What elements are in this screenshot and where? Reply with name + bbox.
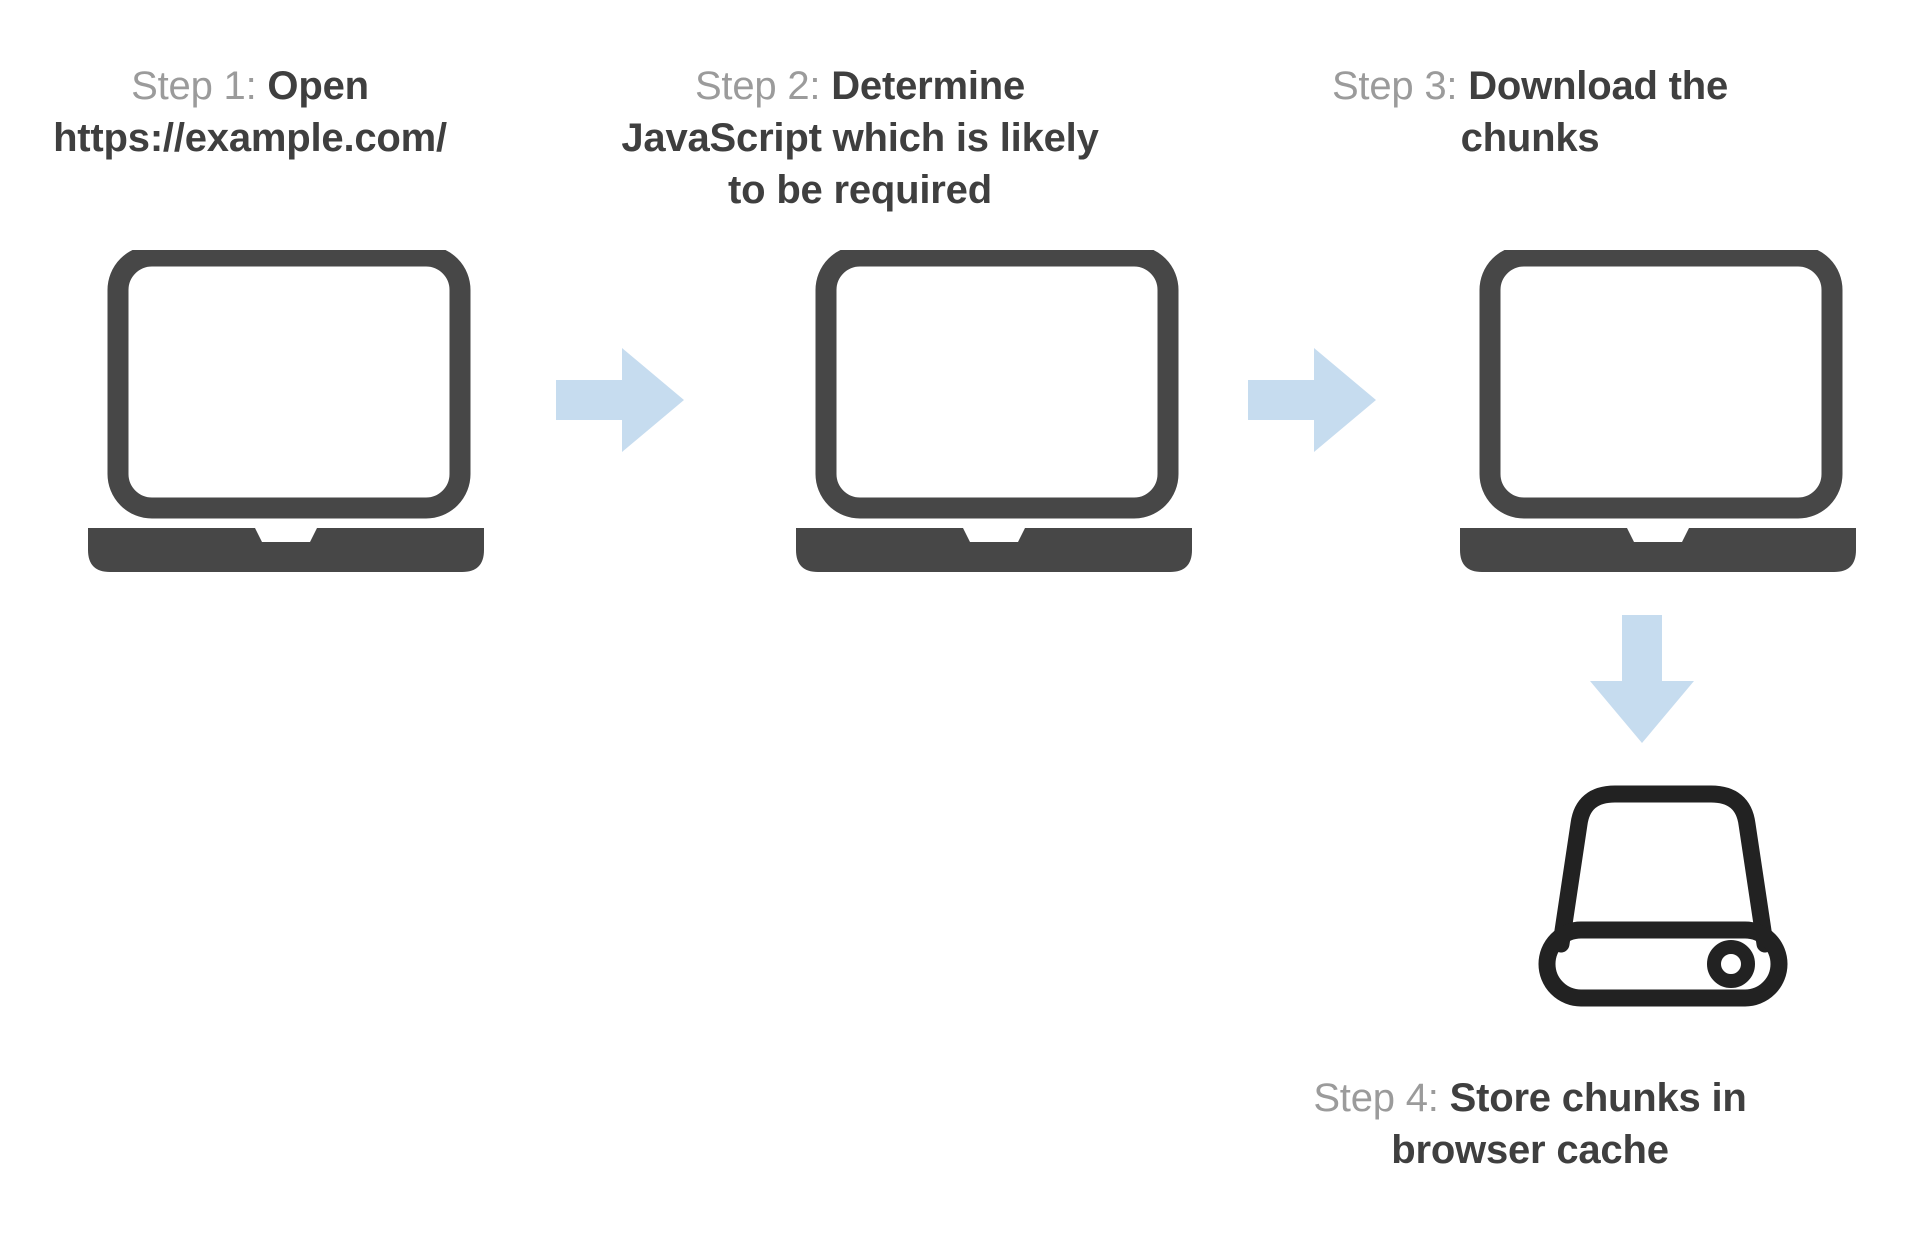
step-3-prefix: Step 3:	[1331, 64, 1458, 108]
laptop-icon	[788, 250, 1200, 590]
step-4-prefix: Step 4:	[1313, 1076, 1439, 1120]
step-1-prefix: Step 1:	[131, 64, 257, 108]
step-3-caption: Step 3: Download the chunks	[1280, 60, 1780, 164]
step-2-text: Determine JavaScript which is likely to …	[621, 64, 1099, 212]
arrow-right-icon-2	[1248, 348, 1376, 452]
storage-drive-icon	[1537, 782, 1789, 1010]
step-1-text: Open https://example.com/	[53, 64, 447, 160]
step-4-caption: Step 4: Store chunks in browser cache	[1280, 1072, 1780, 1176]
step-1-caption: Step 1: Open https://example.com/	[28, 60, 472, 164]
step-3-text: Download the chunks	[1460, 64, 1729, 160]
step-4-text: Store chunks in browser cache	[1391, 1076, 1747, 1172]
step-2-caption: Step 2: Determine JavaScript which is li…	[600, 60, 1120, 216]
arrow-right-icon-1	[556, 348, 684, 452]
step-2-prefix: Step 2:	[694, 64, 821, 108]
arrow-down-icon	[1590, 615, 1694, 743]
laptop-icon	[1452, 250, 1864, 590]
laptop-icon	[80, 250, 492, 590]
